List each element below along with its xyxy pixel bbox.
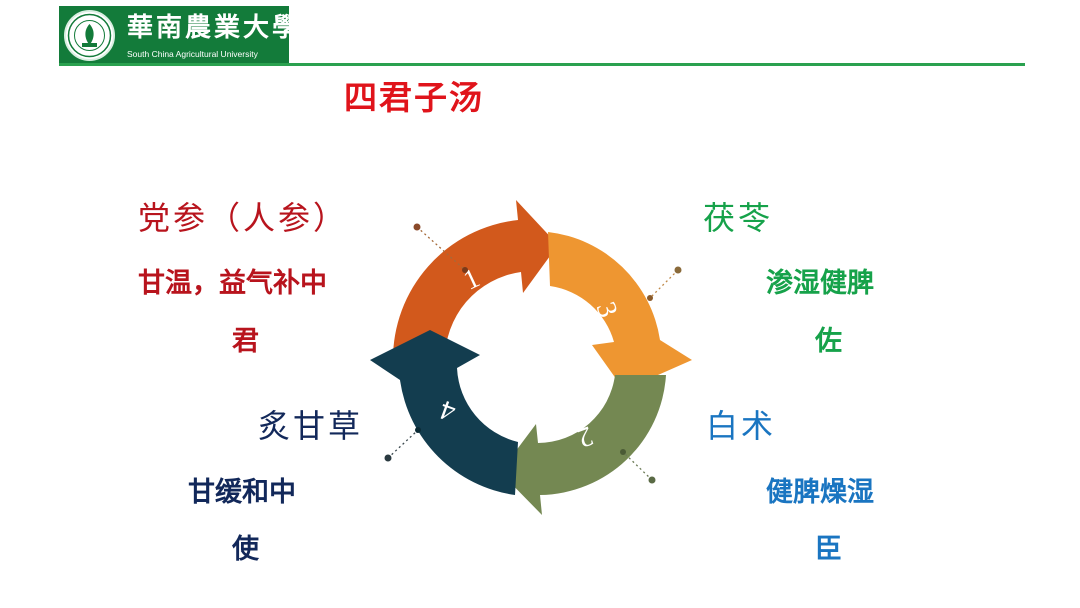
herb-name-dangshen: 党参（人参） — [138, 199, 349, 237]
herb-effect-dangshen: 甘温，益气补中 — [138, 268, 327, 299]
herb-effect-fuling: 渗湿健脾 — [766, 268, 874, 299]
header-divider — [59, 63, 1025, 66]
leader-dot-1 — [413, 223, 421, 231]
leader-dot-3 — [674, 266, 682, 274]
cycle-segment-4 — [370, 330, 518, 495]
anchor-dot-4 — [415, 427, 421, 433]
herb-name-fuling: 茯苓 — [703, 199, 774, 237]
leader-dot-2 — [648, 476, 656, 484]
leader-line-3 — [649, 269, 679, 299]
cycle-segment-3 — [548, 232, 692, 390]
anchor-dot-3 — [647, 295, 653, 301]
cycle-segment-1 — [392, 200, 558, 361]
university-logo: 華南農業大學 South China Agricultural Universi… — [59, 6, 302, 65]
leader-line-2 — [622, 451, 653, 481]
herb-effect-gancao: 甘缓和中 — [188, 477, 296, 508]
herb-name-baizhu: 白术 — [706, 407, 777, 445]
herb-name-gancao: 炙甘草 — [258, 407, 364, 445]
cycle-diagram: 1 3 2 4 — [370, 200, 692, 515]
herb-role-baizhu: 臣 — [815, 534, 842, 565]
cycle-segment-2 — [500, 375, 666, 515]
leader-line-1 — [416, 226, 466, 271]
logo-chinese-name: 華南農業大學 — [127, 13, 302, 43]
herb-role-fuling: 佐 — [815, 326, 842, 357]
anchor-dot-2 — [620, 449, 626, 455]
anchor-dot-1 — [462, 267, 468, 273]
slide-title: 四君子汤 — [344, 78, 484, 117]
university-seal-icon — [64, 10, 115, 61]
leader-line-4 — [387, 429, 419, 459]
logo-english-name: South China Agricultural University — [127, 49, 258, 59]
herb-effect-baizhu: 健脾燥湿 — [766, 477, 874, 508]
herb-role-dangshen: 君 — [232, 326, 259, 357]
leader-dot-4 — [384, 454, 392, 462]
herb-role-gancao: 使 — [232, 534, 259, 565]
